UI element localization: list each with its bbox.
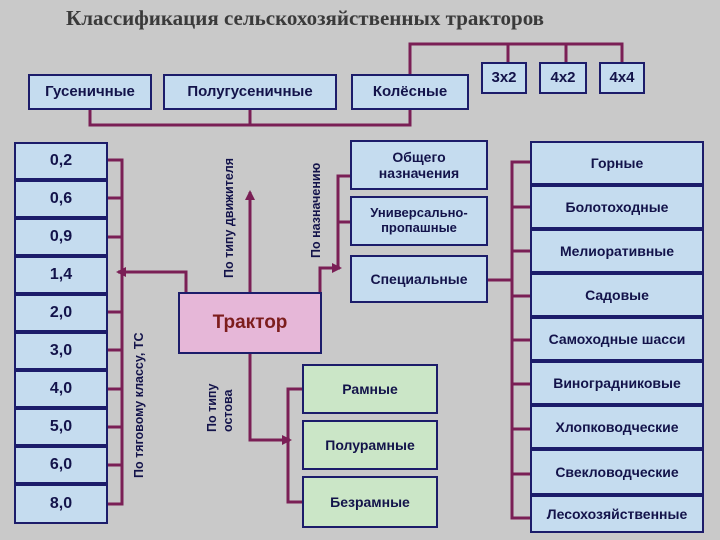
special-type: Лесохозяйственные xyxy=(530,495,704,533)
traction-class: 0,9 xyxy=(14,218,108,256)
wheel-formula-3x2: 3x2 xyxy=(481,62,527,94)
frame-type-frameless: Безрамные xyxy=(302,476,438,528)
mover-half-track: Полугусеничные xyxy=(163,74,337,110)
tractor-center-node: Трактор xyxy=(178,292,322,354)
traction-class: 6,0 xyxy=(14,446,108,484)
frame-bus-line xyxy=(286,387,302,504)
mover-wheeled: Колёсные xyxy=(351,74,469,110)
traction-class: 3,0 xyxy=(14,332,108,370)
mover-crawler: Гусеничные xyxy=(28,74,152,110)
label-by-traction: По тяговому классу, ТС xyxy=(132,332,146,478)
purpose-general: Общего назначения xyxy=(350,140,488,190)
special-type: Самоходные шасси xyxy=(530,317,704,361)
special-type: Свекловодческие xyxy=(530,449,704,495)
arrow-to-traction xyxy=(116,267,188,292)
purpose-universal-row-crop: Универсально-пропашные xyxy=(350,196,488,246)
traction-class: 0,6 xyxy=(14,180,108,218)
wheel-formula-4x4: 4x4 xyxy=(599,62,645,94)
arrow-to-frame xyxy=(248,354,292,445)
label-by-purpose: По назначению xyxy=(309,162,323,258)
traction-class: 0,2 xyxy=(14,142,108,180)
special-type: Виноградниковые xyxy=(530,361,704,405)
frame-type-semi-framed: Полурамные xyxy=(302,420,438,470)
special-type: Болотоходные xyxy=(530,185,704,229)
label-by-mover: По типу движителя xyxy=(222,157,236,278)
frame-type-framed: Рамные xyxy=(302,364,438,414)
special-type: Горные xyxy=(530,141,704,185)
diagram-title: Классификация сельскохозяйственных тракт… xyxy=(66,6,545,30)
arrow-to-purpose xyxy=(318,263,342,292)
label-by-frame-line2: остова xyxy=(221,389,235,433)
wheel-bus-line xyxy=(408,42,624,74)
special-type: Садовые xyxy=(530,273,704,317)
traction-class: 2,0 xyxy=(14,294,108,332)
traction-class: 8,0 xyxy=(14,484,108,524)
label-by-frame-line1: По типу xyxy=(205,383,219,432)
traction-bus-line xyxy=(108,158,124,506)
traction-class: 4,0 xyxy=(14,370,108,408)
traction-class: 5,0 xyxy=(14,408,108,446)
purpose-special: Специальные xyxy=(350,255,488,303)
wheel-formula-4x2: 4x2 xyxy=(539,62,587,94)
traction-class: 1,4 xyxy=(14,256,108,294)
special-type: Хлопководческие xyxy=(530,405,704,449)
special-type: Мелиоративные xyxy=(530,229,704,273)
